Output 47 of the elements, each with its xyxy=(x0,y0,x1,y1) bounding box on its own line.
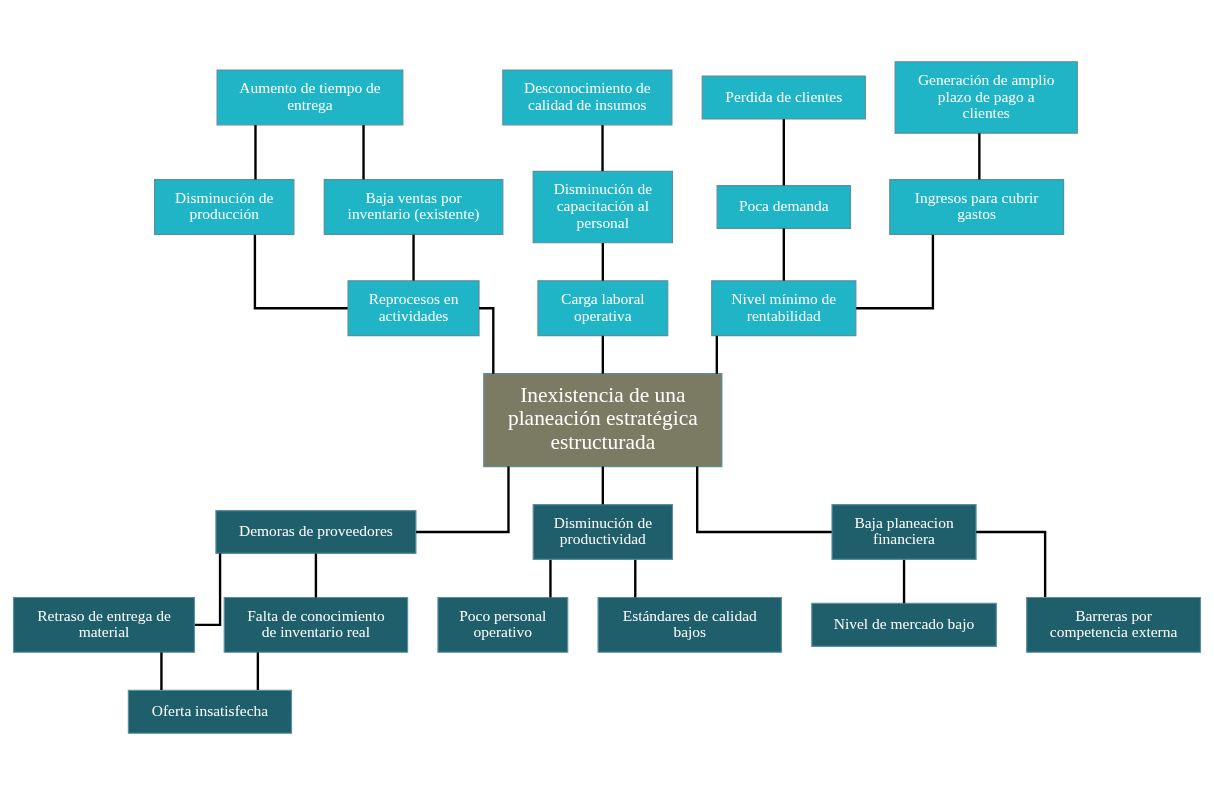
node-box: Carga laboral operativa xyxy=(537,280,669,337)
connector xyxy=(314,553,318,598)
connector xyxy=(976,530,1047,598)
node-box: Retraso de entrega de material xyxy=(12,596,196,653)
connector xyxy=(479,307,495,374)
node-box: Oferta insatisfecha xyxy=(127,689,293,734)
node-box: Barreras por competencia externa xyxy=(1026,596,1202,653)
node-box: Perdida de clientes xyxy=(701,75,866,120)
connector xyxy=(782,119,785,186)
connector xyxy=(978,133,981,180)
node-box: Disminución de capacitación al personal xyxy=(532,170,674,244)
connector xyxy=(902,559,906,604)
node-box: Reprocesos en actividades xyxy=(347,280,480,337)
node-box: Aumento de tiempo de entrega xyxy=(216,69,404,126)
node-box: Generación de amplio plazo de pago a clientes xyxy=(894,61,1078,134)
connector xyxy=(634,559,637,598)
node-box: Nivel mínimo de rentabilidad xyxy=(711,280,857,337)
node-box: Poco personal operativo xyxy=(437,596,569,653)
connector xyxy=(362,125,365,180)
node-box: Desconocimiento de calidad de insumos xyxy=(502,69,673,126)
connector xyxy=(856,234,935,310)
connector xyxy=(696,466,832,534)
node-box: Baja planeacion financiera xyxy=(831,504,977,560)
connector xyxy=(601,466,605,505)
node-box: Disminución de productividad xyxy=(532,504,674,560)
connector xyxy=(601,125,604,172)
node-box: Demoras de proveedores xyxy=(215,510,417,555)
connector xyxy=(412,234,415,281)
connector xyxy=(160,652,163,690)
node-box: Disminución de producción xyxy=(154,179,295,235)
node-box: Falta de conocimiento de inventario real xyxy=(223,596,409,653)
node-box: Ingresos para cubrir gastos xyxy=(889,179,1065,235)
connector xyxy=(601,243,605,281)
connector xyxy=(715,335,719,374)
connector xyxy=(601,335,605,374)
node-box: Baja ventas por inventario (existente) xyxy=(323,179,504,235)
node-box: Poca demanda xyxy=(716,185,852,230)
connector xyxy=(194,553,222,627)
connector xyxy=(549,559,552,598)
node-box: Inexistencia de una planeación estratégica estructurada xyxy=(483,373,723,468)
connector xyxy=(253,234,348,310)
connector xyxy=(416,466,510,534)
connector xyxy=(782,228,785,281)
connector xyxy=(256,652,260,690)
connector xyxy=(254,125,257,180)
node-box: Estándares de calidad bajos xyxy=(597,596,782,653)
node-box: Nivel de mercado bajo xyxy=(811,602,997,647)
